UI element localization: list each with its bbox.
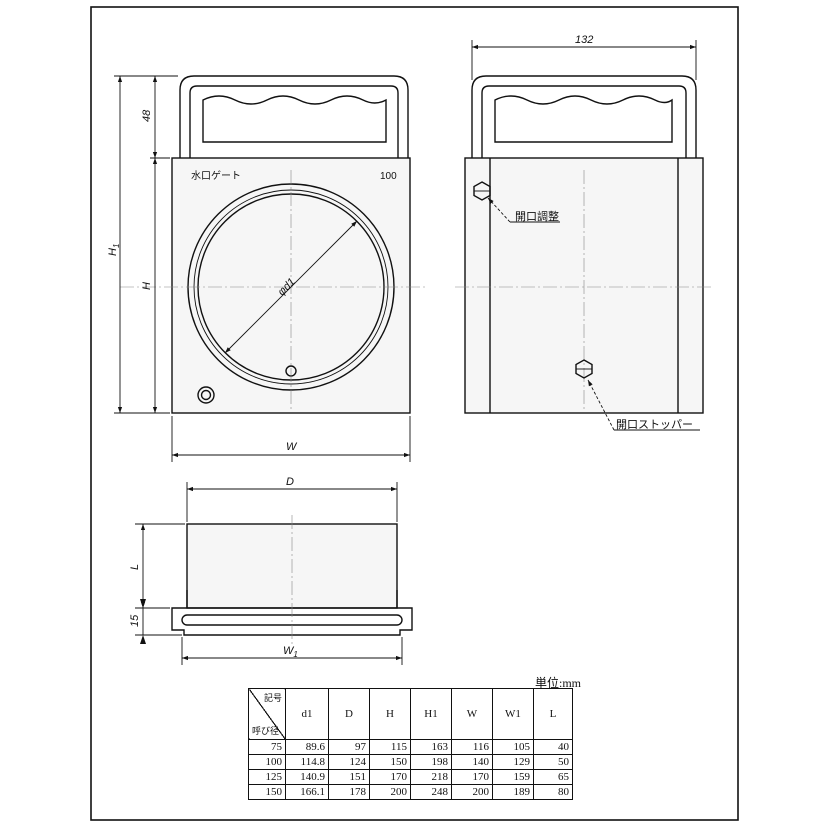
cell-nominal: 100 <box>248 754 286 770</box>
cell-H: 115 <box>369 739 411 755</box>
cell-D: 97 <box>328 739 370 755</box>
corner-symbol-label: 記号 <box>263 693 282 703</box>
leader-opening-stopper <box>587 379 615 431</box>
cell-W: 170 <box>451 769 493 785</box>
cell-H: 170 <box>369 769 411 785</box>
front-view: 水口ゲート 100 φd1 48 H1 H W <box>107 75 425 462</box>
drawing-frame <box>90 6 739 821</box>
corner-nominal-label: 呼び径 <box>252 726 280 736</box>
cell-d1: 140.9 <box>285 769 329 785</box>
header-W: W <box>451 688 493 740</box>
dim-H1-label: H1 <box>107 244 121 256</box>
gate-flange <box>171 607 413 636</box>
label-opening-stopper: 開口ストッパー <box>616 418 693 431</box>
header-D: D <box>328 688 370 740</box>
dim-W-label: W <box>286 441 298 453</box>
side-grip <box>494 95 673 143</box>
cell-W: 140 <box>451 754 493 770</box>
cell-d1: 89.6 <box>285 739 329 755</box>
front-handle-inner <box>189 85 399 158</box>
spec-table: 記号 呼び径 d1 D H H1 W W1 L 75 89.6 97 115 1… <box>248 688 573 800</box>
dim-48-label: 48 <box>141 109 153 122</box>
bolt-head-outer <box>197 386 215 404</box>
table-header-row: 記号 呼び径 d1 D H H1 W W1 L <box>248 688 573 740</box>
cell-D: 151 <box>328 769 370 785</box>
bottom-view: D L 15 W1 <box>129 476 413 665</box>
cell-W1: 159 <box>492 769 534 785</box>
dim-L-label: L <box>129 564 141 570</box>
cell-nominal: 75 <box>248 739 286 755</box>
d1-dimension-line <box>224 220 358 354</box>
front-grip <box>202 95 387 143</box>
cell-W1: 105 <box>492 739 534 755</box>
header-W1: W1 <box>492 688 534 740</box>
cell-D: 178 <box>328 784 370 800</box>
cell-H1: 198 <box>410 754 452 770</box>
dim-15-label: 15 <box>129 614 141 627</box>
cell-W: 200 <box>451 784 493 800</box>
leader-opening-adjust <box>487 197 511 223</box>
header-H1: H1 <box>410 688 452 740</box>
cell-L: 65 <box>533 769 573 785</box>
cell-W1: 129 <box>492 754 534 770</box>
table-corner-cell: 記号 呼び径 <box>248 688 286 740</box>
cell-H1: 218 <box>410 769 452 785</box>
stopper-bolt-hex <box>575 359 593 379</box>
plate-name: 水口ゲート <box>191 170 241 182</box>
cell-L: 50 <box>533 754 573 770</box>
side-handle-outer <box>471 75 697 158</box>
adjust-bolt-hex <box>473 181 491 201</box>
header-H: H <box>369 688 411 740</box>
cell-H1: 163 <box>410 739 452 755</box>
cell-nominal: 125 <box>248 769 286 785</box>
cell-H1: 248 <box>410 784 452 800</box>
header-d1: d1 <box>285 688 329 740</box>
table-row: 125 140.9 151 170 218 170 159 65 <box>248 769 573 785</box>
cell-d1: 166.1 <box>285 784 329 800</box>
cell-D: 124 <box>328 754 370 770</box>
header-L: L <box>533 688 573 740</box>
plate-size: 100 <box>380 171 397 182</box>
table-row: 100 114.8 124 150 198 140 129 50 <box>248 754 573 770</box>
cell-L: 80 <box>533 784 573 800</box>
bolt-head-inner <box>200 389 212 401</box>
cell-H: 150 <box>369 754 411 770</box>
table-row: 150 166.1 178 200 248 200 189 80 <box>248 784 573 800</box>
cell-W: 116 <box>451 739 493 755</box>
cell-nominal: 150 <box>248 784 286 800</box>
dim-132-label: 132 <box>575 34 593 46</box>
label-opening-adjust: 開口調整 <box>515 209 559 223</box>
side-view: 開口調整 開口ストッパー 132 <box>455 34 712 431</box>
table-row: 75 89.6 97 115 163 116 105 40 <box>248 739 573 755</box>
unit-label: 単位:mm <box>535 676 582 690</box>
dim-W1-label: W1 <box>283 645 298 659</box>
cell-L: 40 <box>533 739 573 755</box>
dim-H-label: H <box>141 282 153 290</box>
cell-d1: 114.8 <box>285 754 329 770</box>
cell-H: 200 <box>369 784 411 800</box>
front-handle-outer <box>179 75 409 158</box>
dim-D-label: D <box>286 476 294 488</box>
side-handle-inner <box>481 85 687 158</box>
cell-W1: 189 <box>492 784 534 800</box>
